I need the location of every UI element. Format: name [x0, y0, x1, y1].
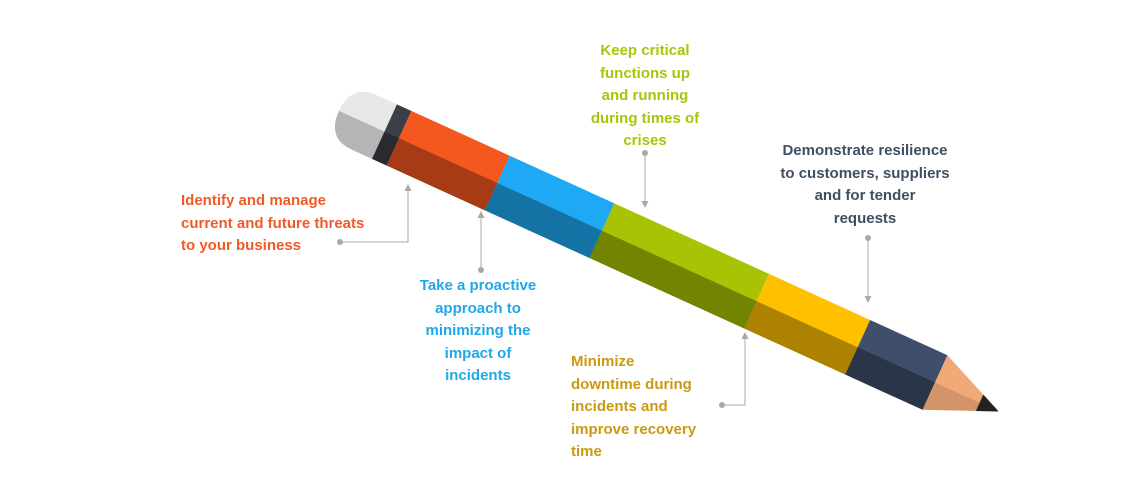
connector-downtime: [719, 332, 749, 408]
pencil-body-shade: [372, 131, 936, 410]
pencil: [334, 91, 999, 412]
connector-critical: [641, 150, 649, 208]
pencil-segment-yellow: [744, 273, 871, 375]
pencil-segment-green: [589, 203, 770, 329]
callout-proactive-approach: Take a proactive approach to minimizing …: [419, 277, 537, 384]
pencil-segment-orange: [386, 110, 510, 211]
pencil-segment-navy: [845, 319, 948, 410]
pencil-lead: [975, 394, 999, 412]
pencil-segment-blue: [484, 155, 615, 259]
connector-identify: [337, 184, 412, 245]
callout-identify-threats: Identify and manage current and future t…: [181, 192, 365, 254]
connector-resilience: [864, 235, 872, 303]
pencil-eraser-shade: [334, 110, 385, 159]
callout-demonstrate-resilience: Demonstrate resilience to customers, sup…: [780, 142, 950, 227]
callout-critical-functions: Keep critical functions up and running d…: [590, 42, 700, 149]
pencil-eraser: [334, 91, 397, 159]
pencil-wood-tip: [922, 355, 999, 412]
callout-minimize-downtime: Minimize downtime during incidents and i…: [571, 353, 697, 460]
pencil-ferrule: [372, 104, 412, 166]
connector-proactive: [477, 211, 485, 273]
